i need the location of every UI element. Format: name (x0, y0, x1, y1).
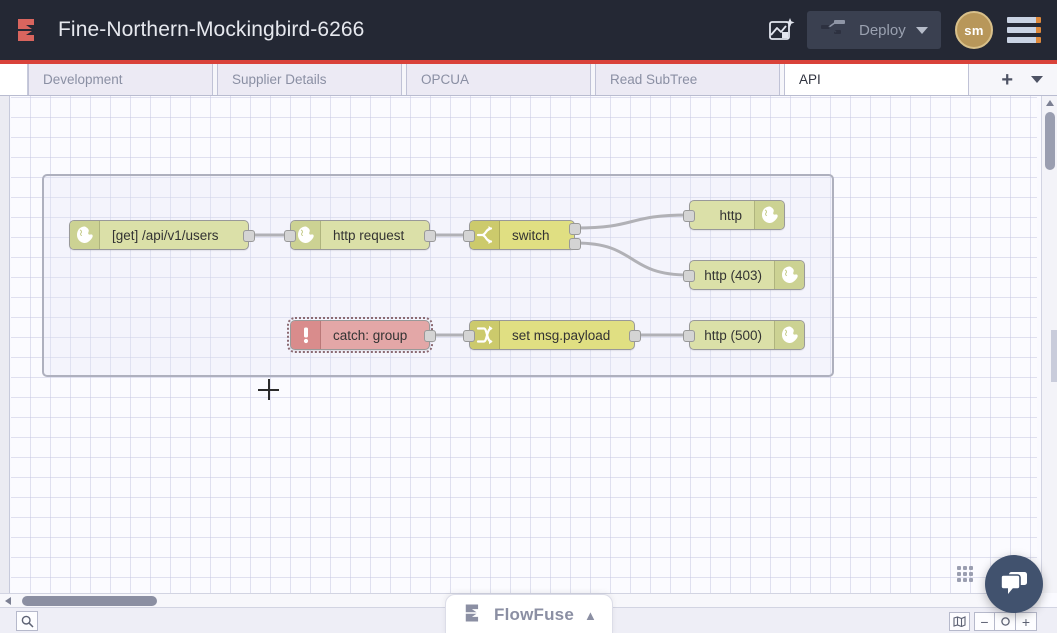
app-header: Fine-Northern-Mockingbird-6266 Dep (0, 0, 1057, 60)
globe-icon (70, 221, 100, 249)
node-label: http request (321, 221, 429, 249)
node-http-resp-403[interactable]: http (403) (689, 260, 805, 290)
tab-bar-gutter (0, 64, 28, 95)
node-http-in[interactable]: [get] /api/v1/users (69, 220, 249, 250)
node-input-port[interactable] (463, 230, 475, 242)
tab-label: Supplier Details (232, 72, 327, 87)
node-label: [get] /api/v1/users (100, 221, 248, 249)
node-http-request[interactable]: http request (290, 220, 430, 250)
deploy-button-label: Deploy (847, 22, 916, 39)
node-label: switch (500, 221, 574, 249)
zoom-out-button[interactable]: − (974, 612, 995, 631)
tab-supplier-details[interactable]: Supplier Details (217, 64, 402, 95)
node-output-port[interactable] (243, 230, 255, 242)
node-http-resp-1[interactable]: http (689, 200, 785, 230)
hamburger-menu-icon[interactable] (1007, 17, 1041, 43)
node-label: catch: group (321, 321, 429, 349)
node-input-port[interactable] (683, 270, 695, 282)
crosshair-cursor (258, 379, 279, 400)
flow-canvas[interactable]: [get] /api/v1/users http request switch htt… (11, 96, 1037, 593)
node-label: http (500) (690, 321, 774, 349)
tab-label: OPCUA (421, 72, 469, 87)
tab-development[interactable]: Development (28, 64, 213, 95)
node-switch[interactable]: switch (469, 220, 575, 250)
canvas-left-gutter (0, 96, 10, 593)
tab-bar-actions: + (973, 64, 1057, 95)
globe-icon (774, 261, 804, 289)
page-title: Fine-Northern-Mockingbird-6266 (58, 18, 364, 42)
globe-icon (754, 201, 784, 229)
tab-label: Read SubTree (610, 72, 697, 87)
tab-api[interactable]: API (784, 64, 969, 95)
hamburger-bar (1007, 17, 1041, 23)
tab-label: API (799, 72, 821, 87)
hamburger-bar (1007, 27, 1041, 33)
chevron-down-icon[interactable] (1031, 76, 1043, 83)
sidebar-resize-handle[interactable] (1051, 330, 1057, 382)
node-label: set msg.payload (500, 321, 634, 349)
horizontal-scrollbar-thumb[interactable] (22, 596, 157, 606)
node-output-port[interactable] (629, 330, 641, 342)
tab-read-subtree[interactable]: Read SubTree (595, 64, 780, 95)
ai-assistant-icon[interactable] (761, 10, 801, 50)
vertical-scrollbar-thumb[interactable] (1045, 112, 1055, 170)
node-label: http (403) (690, 261, 774, 289)
node-label: http (690, 201, 754, 229)
node-input-port[interactable] (683, 210, 695, 222)
node-catch-group[interactable]: catch: group (290, 320, 430, 350)
zoom-controls: − + (949, 612, 1037, 631)
header-accent-bar (0, 60, 1057, 64)
chat-bubble-icon[interactable] (985, 555, 1043, 613)
triangle-up-icon[interactable] (1046, 100, 1054, 106)
node-set-payload[interactable]: set msg.payload (469, 320, 635, 350)
flowfuse-pill-label: FlowFuse (494, 605, 574, 625)
flowfuse-status-pill[interactable]: FlowFuse ▲ (445, 594, 613, 633)
triangle-left-icon[interactable] (5, 597, 11, 605)
workspace: [get] /api/v1/users http request switch htt… (0, 96, 1057, 633)
flowfuse-logo-icon (464, 603, 486, 628)
tab-label: Development (43, 72, 123, 87)
deploy-button[interactable]: Deploy (807, 11, 941, 49)
drag-grip-icon[interactable] (957, 566, 971, 586)
flow-tab-bar: Development Supplier Details OPCUA Read Sub… (0, 64, 1057, 96)
node-output-port[interactable] (569, 223, 581, 235)
hamburger-bar (1007, 37, 1041, 43)
node-output-port[interactable] (424, 330, 436, 342)
node-input-port[interactable] (463, 330, 475, 342)
alert-icon (291, 321, 321, 349)
node-input-port[interactable] (284, 230, 296, 242)
flowfuse-logo-icon[interactable] (16, 17, 44, 43)
plus-icon[interactable]: + (1001, 70, 1013, 90)
node-output-port[interactable] (424, 230, 436, 242)
avatar[interactable]: sm (955, 11, 993, 49)
node-http-resp-500[interactable]: http (500) (689, 320, 805, 350)
search-icon[interactable] (16, 611, 38, 631)
node-input-port[interactable] (683, 330, 695, 342)
chevron-up-icon[interactable]: ▲ (584, 608, 597, 623)
tab-opcua[interactable]: OPCUA (406, 64, 591, 95)
node-output-port[interactable] (569, 238, 581, 250)
globe-icon (774, 321, 804, 349)
deploy-nodes-icon (821, 18, 847, 43)
chevron-down-icon[interactable] (916, 27, 928, 34)
zoom-reset-button[interactable] (995, 612, 1016, 631)
navigator-map-icon[interactable] (949, 612, 970, 631)
tab-list: Development Supplier Details OPCUA Read Sub… (28, 64, 973, 95)
zoom-in-button[interactable]: + (1016, 612, 1037, 631)
